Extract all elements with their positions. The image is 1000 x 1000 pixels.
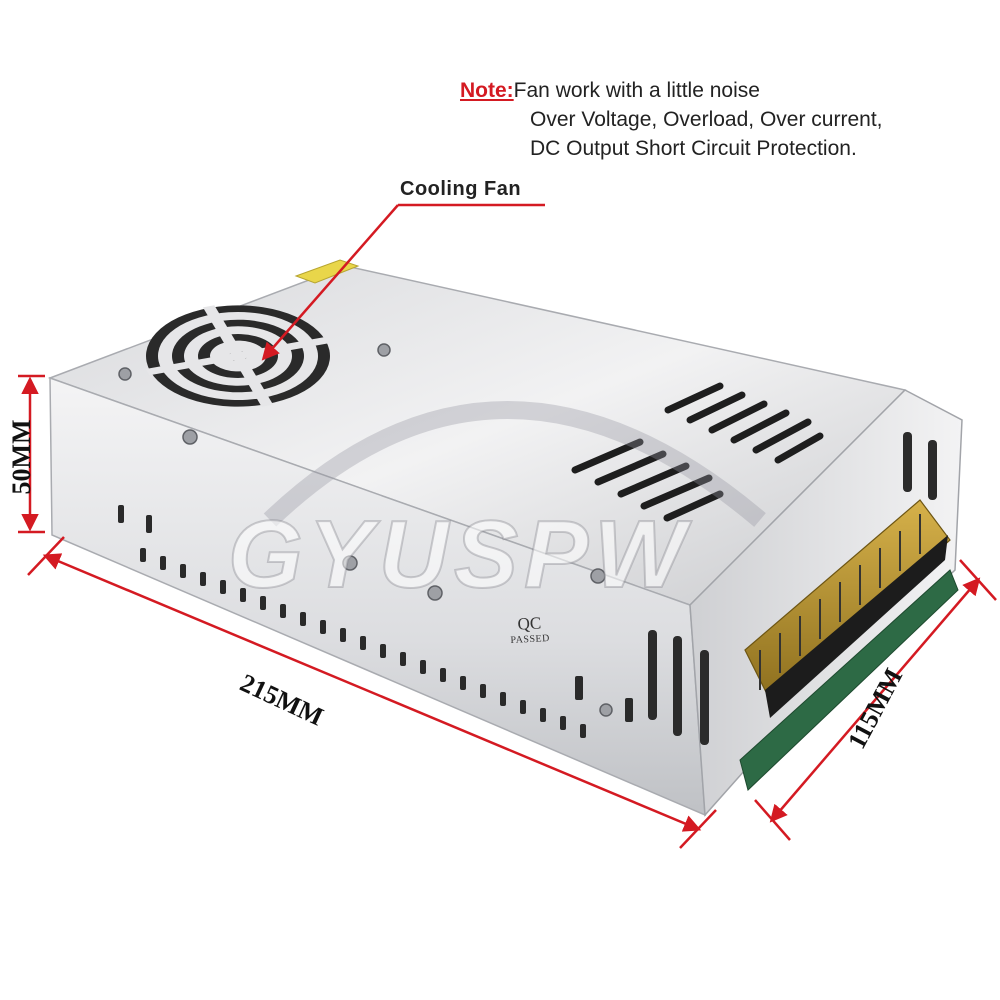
height-dimension-label: 50MM — [7, 419, 36, 495]
qc-passed-stamp: QC PASSED — [509, 613, 550, 646]
fan-grille — [145, 305, 331, 407]
dimension-height-line — [18, 374, 45, 534]
cooling-fan-label: Cooling Fan — [400, 178, 522, 200]
watermark-arc — [263, 401, 766, 527]
note-line-1: Note:Fan work with a little noise — [460, 79, 760, 102]
qc-stamp-sub: PASSED — [510, 632, 551, 647]
note-text: Note:Fan work with a little noise Over V… — [460, 76, 980, 163]
brand-watermark: GYUSPW — [227, 500, 691, 609]
qc-stamp-main: QC — [517, 613, 542, 634]
warning-label — [294, 259, 360, 284]
dimension-length-line — [27, 536, 717, 849]
note-label: Note: — [460, 79, 514, 102]
note-line-3: DC Output Short Circuit Protection. — [530, 137, 857, 160]
dimension-width-line — [754, 559, 997, 841]
cooling-fan-callout — [261, 203, 545, 361]
top-vents — [571, 382, 824, 522]
note-line-2: Over Voltage, Overload, Over current, — [530, 108, 883, 131]
